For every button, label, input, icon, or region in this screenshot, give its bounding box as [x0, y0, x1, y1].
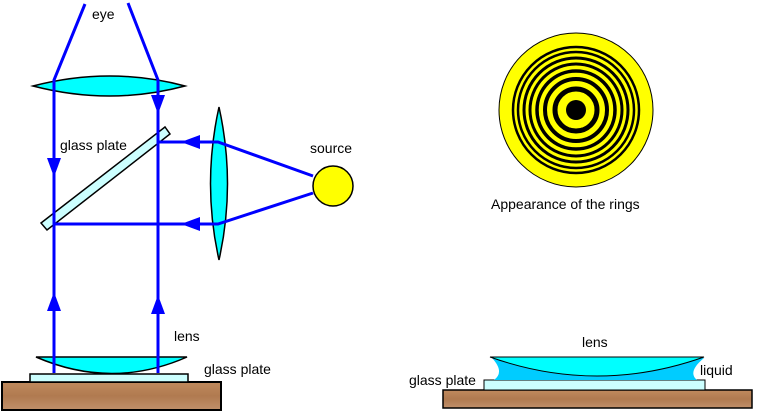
- arrow-left-icon: [181, 217, 200, 231]
- wood-base-detail: [442, 389, 753, 409]
- label-glass-plate-bottom: glass plate: [204, 361, 271, 377]
- detail-label-liquid: liquid: [700, 362, 733, 378]
- dark-ring: [522, 56, 630, 164]
- rings-caption: Appearance of the rings: [491, 196, 640, 212]
- wood-base: [1, 381, 222, 411]
- glass-plate-mirror: [39, 125, 172, 232]
- dark-ring: [528, 62, 624, 158]
- label-source: source: [310, 140, 352, 156]
- arrow-down-icon: [151, 95, 165, 114]
- detail-lens: [489, 356, 705, 377]
- arrow-down-icon: [47, 158, 61, 177]
- apparatus: eye glass plate source lens glass plate: [1, 2, 354, 411]
- side-lens: [209, 106, 229, 261]
- arrow-left-icon: [181, 135, 200, 149]
- dark-ring: [516, 50, 636, 170]
- dark-ring: [535, 69, 617, 151]
- bottom-lens: [35, 356, 188, 375]
- glass-plate-bottom: [29, 373, 189, 383]
- liquid-detail: lens glass plate liquid: [409, 334, 753, 409]
- label-eye: eye: [92, 6, 115, 22]
- top-lens: [30, 75, 188, 97]
- central-dark-spot: [566, 100, 586, 120]
- arrow-up-icon: [47, 292, 61, 311]
- ray-arrows: [47, 95, 200, 314]
- rings-appearance: Appearance of the rings: [491, 32, 654, 212]
- label-lens: lens: [174, 328, 200, 344]
- label-glass-plate-mirror: glass plate: [60, 137, 127, 153]
- detail-label-lens: lens: [582, 334, 608, 350]
- glass-plate-detail: [483, 379, 706, 391]
- light-source: [312, 165, 354, 207]
- light-rays: [52, 2, 314, 373]
- dark-ring: [543, 77, 609, 143]
- dark-ring: [552, 86, 600, 134]
- detail-label-glass-plate: glass plate: [409, 372, 476, 388]
- arrow-up-icon: [151, 295, 165, 314]
- dark-ring: [511, 45, 641, 175]
